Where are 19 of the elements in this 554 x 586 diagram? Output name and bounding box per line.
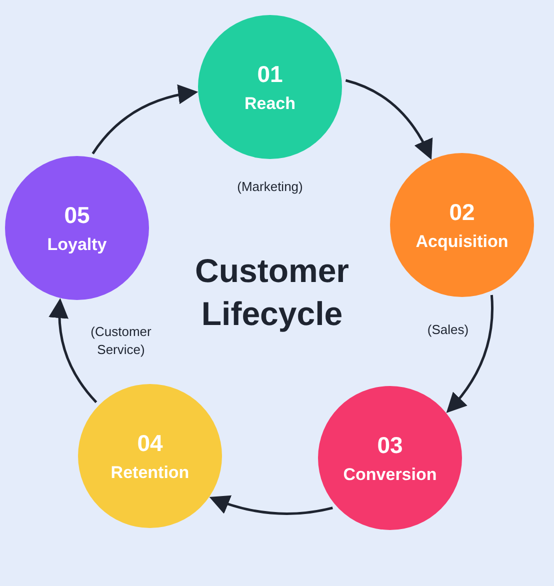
title: Customer Lifecycle	[194, 251, 350, 334]
curved-arrow	[209, 494, 333, 515]
curved-arrow	[345, 79, 432, 160]
stage-number: 04	[137, 429, 163, 458]
curved-arrow	[446, 294, 494, 414]
curved-arrow	[92, 84, 198, 154]
stage-number: 02	[449, 198, 475, 227]
stage-note: (Sales)	[426, 321, 470, 339]
stage-note: (Customer Service)	[90, 323, 152, 359]
stage-name: Reach	[244, 92, 296, 114]
stage-number: 05	[64, 201, 90, 230]
stage-number: 03	[377, 431, 403, 460]
stage-note: (Marketing)	[236, 178, 304, 196]
stage-name: Retention	[110, 462, 190, 483]
curved-arrow	[49, 298, 98, 404]
stage-number: 01	[257, 60, 283, 89]
stage-name: Acquisition	[416, 230, 508, 252]
stage-name: Conversion	[343, 464, 437, 485]
stage-name: Loyalty	[47, 234, 107, 255]
